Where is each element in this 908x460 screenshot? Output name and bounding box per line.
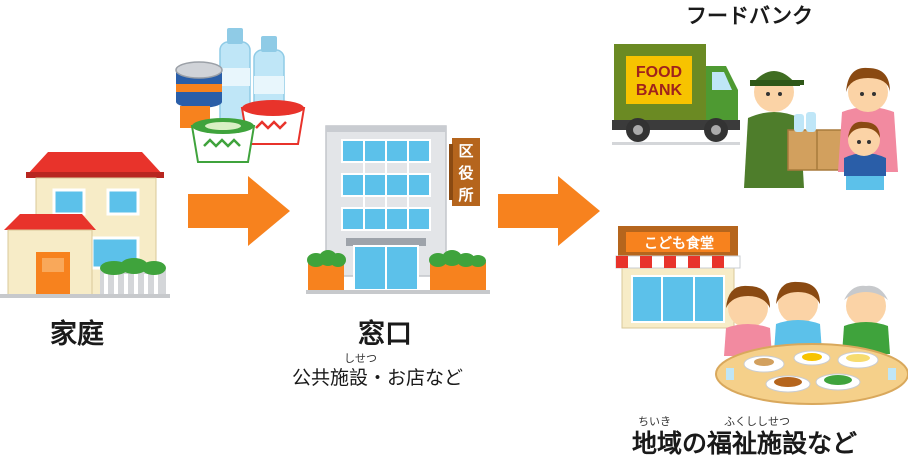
- office-sign: 区 役 所: [452, 140, 480, 206]
- welfare-ruby-fukushi: ふくししせつ: [724, 415, 790, 428]
- truck-panel-text: FOOD BANK: [626, 60, 692, 104]
- welfare-ruby-chiiki: ちいき: [638, 415, 671, 428]
- foodbank-label: フードバンク: [686, 4, 814, 28]
- counter-sub-label: 公共施設・お店など: [292, 367, 464, 389]
- city-office-illustration: [306, 125, 490, 294]
- kids-cafeteria-illustration: [615, 226, 741, 329]
- arrow-right-icon: [188, 176, 290, 246]
- counter-label: 窓口: [358, 319, 412, 350]
- office-sign-char-1: 区: [458, 141, 474, 160]
- food-items-illustration: [175, 28, 306, 163]
- counter-ruby: しせつ: [344, 352, 377, 365]
- truck-panel-line-1: FOOD: [635, 64, 683, 82]
- kids-cafeteria-sign: こども食堂: [644, 236, 714, 252]
- welfare-label: 地域の福祉施設など: [632, 429, 858, 458]
- foodbank-people-illustration: [744, 67, 898, 190]
- dining-table-illustration: [715, 281, 908, 405]
- office-sign-char-2: 役: [458, 163, 474, 182]
- office-sign-char-3: 所: [458, 185, 474, 204]
- arrow-right-icon: [498, 176, 600, 246]
- truck-panel-line-2: BANK: [635, 82, 683, 99]
- foodbank-truck-illustration: [612, 44, 740, 145]
- home-label: 家庭: [50, 319, 104, 350]
- house-illustration: [0, 152, 170, 298]
